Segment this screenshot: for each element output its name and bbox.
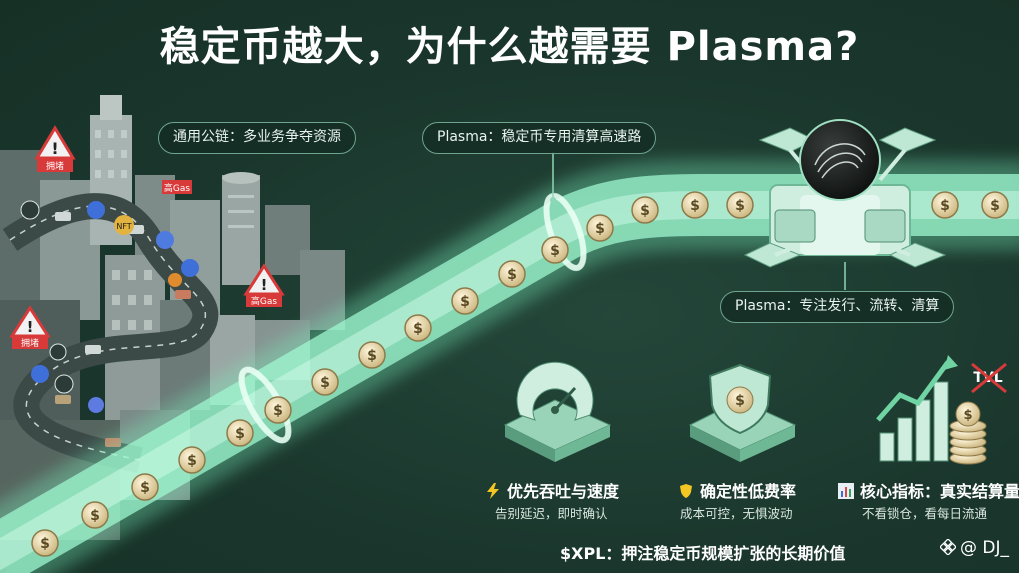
warning-label-gas-2: 高Gas bbox=[251, 295, 277, 307]
stablecoin bbox=[358, 341, 386, 369]
feature-2-subtitle: 成本可控，无惧波动 bbox=[680, 506, 793, 521]
label-plasma-hub: Plasma：专注发行、流转、清算 bbox=[720, 291, 955, 323]
author-handle: @ DJ_ bbox=[939, 538, 1010, 558]
feature-1-title: 优先吞吐与速度 bbox=[485, 478, 619, 502]
stablecoin-symbol: $ bbox=[550, 243, 560, 259]
stablecoin-symbol: $ bbox=[235, 426, 245, 442]
stablecoin bbox=[981, 191, 1009, 219]
feature-3-subtitle: 不看锁仓，看每日流通 bbox=[862, 506, 988, 521]
feature-3-title-text: 核心指标：真实结算量 bbox=[860, 482, 1019, 501]
stablecoin-flow: $ $ $ $ $ $ $ $ $ $ $ $ $ $ $ $ $ $ bbox=[31, 191, 1009, 557]
stablecoin bbox=[541, 236, 569, 264]
page-title: 稳定币越大，为什么越需要 Plasma? bbox=[159, 24, 860, 70]
svg-text:!: ! bbox=[27, 318, 34, 336]
shield-coin-symbol: $ bbox=[735, 393, 745, 409]
stablecoin bbox=[131, 473, 159, 501]
stablecoin-symbol: $ bbox=[460, 294, 470, 310]
stablecoin-symbol: $ bbox=[273, 403, 283, 419]
stablecoin bbox=[264, 396, 292, 424]
speedometer-illustration bbox=[503, 361, 612, 462]
warning-sign-congestion-top: ! 拥堵 bbox=[34, 125, 76, 172]
stablecoin bbox=[81, 501, 109, 529]
label-general-chain: 通用公链：多业务争夺资源 bbox=[158, 122, 356, 154]
plasma-logo-orb bbox=[799, 119, 881, 201]
stablecoin bbox=[178, 446, 206, 474]
stablecoin bbox=[404, 314, 432, 342]
stablecoin-symbol: $ bbox=[187, 453, 197, 469]
warning-label-congestion-2: 拥堵 bbox=[21, 337, 39, 349]
stablecoin-symbol: $ bbox=[735, 198, 745, 214]
stablecoin-symbol: $ bbox=[990, 198, 1000, 214]
stablecoin bbox=[931, 191, 959, 219]
feature-1-subtitle: 告别延迟，即时确认 bbox=[495, 506, 608, 521]
footer-tagline: $XPL：押注稳定币规模扩张的长期价值 bbox=[560, 544, 846, 563]
shield-illustration: $ bbox=[688, 363, 797, 462]
label-plasma-highway: Plasma：稳定币专用清算高速路 bbox=[422, 122, 657, 154]
feature-3-title: 核心指标：真实结算量 bbox=[838, 478, 1019, 502]
stablecoin-symbol: $ bbox=[140, 480, 150, 496]
stablecoin bbox=[631, 196, 659, 224]
stablecoin bbox=[681, 191, 709, 219]
svg-text:!: ! bbox=[261, 276, 268, 294]
stablecoin-symbol: $ bbox=[640, 203, 650, 219]
stablecoin-symbol: $ bbox=[40, 536, 50, 552]
warning-sign-gas-top: 高Gas bbox=[162, 180, 192, 194]
stablecoin-symbol: $ bbox=[595, 221, 605, 237]
stablecoin-symbol: $ bbox=[90, 508, 100, 524]
stablecoin-symbol: $ bbox=[320, 375, 330, 391]
bar-chart-icon bbox=[838, 483, 854, 499]
stablecoin bbox=[451, 287, 479, 315]
author-handle-text: @ DJ_ bbox=[960, 538, 1010, 558]
stablecoin-symbol: $ bbox=[413, 321, 423, 337]
warning-sign-gas-right: ! 高Gas bbox=[243, 263, 285, 307]
binance-logo-icon bbox=[939, 538, 957, 556]
chart-coin-symbol: $ bbox=[963, 408, 972, 423]
growth-chart-illustration: $ TVL bbox=[876, 355, 1007, 465]
stablecoin bbox=[311, 368, 339, 396]
lightning-icon bbox=[485, 483, 501, 499]
stablecoin bbox=[498, 260, 526, 288]
feature-2-title-text: 确定性低费率 bbox=[700, 482, 797, 501]
stablecoin bbox=[31, 529, 59, 557]
stablecoin-symbol: $ bbox=[507, 267, 517, 283]
stablecoin-symbol: $ bbox=[940, 198, 950, 214]
feature-1-title-text: 优先吞吐与速度 bbox=[507, 482, 620, 501]
warning-label-congestion: 拥堵 bbox=[46, 160, 64, 172]
stablecoin bbox=[226, 419, 254, 447]
plasma-hub bbox=[743, 119, 947, 268]
stablecoin-symbol: $ bbox=[367, 348, 377, 364]
svg-text:!: ! bbox=[51, 139, 58, 158]
stablecoin-symbol: $ bbox=[690, 198, 700, 214]
nft-token-label: NFT bbox=[116, 222, 131, 231]
stablecoin bbox=[586, 214, 614, 242]
shield-icon bbox=[678, 483, 694, 499]
warning-sign-congestion-left: ! 拥堵 bbox=[9, 305, 51, 349]
warning-label-gas: 高Gas bbox=[164, 182, 190, 194]
feature-2-title: 确定性低费率 bbox=[678, 478, 796, 502]
stablecoin bbox=[726, 191, 754, 219]
